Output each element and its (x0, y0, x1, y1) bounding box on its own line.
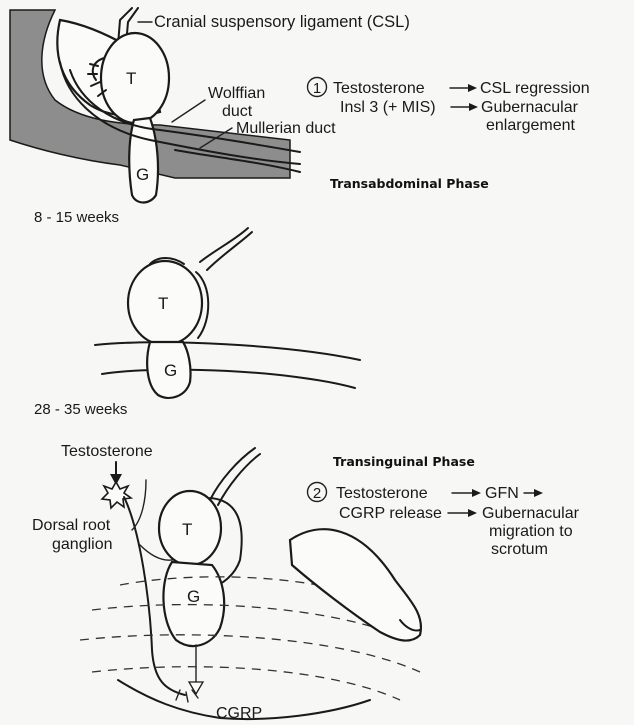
testis-label-1: T (126, 69, 136, 88)
step-1-number: 1 (313, 80, 321, 97)
step2-row2-right-line2: migration to (489, 523, 573, 540)
step2-row1-left: Testosterone (336, 485, 428, 502)
step1-row1-left: Testosterone (333, 80, 425, 97)
testis-label-2: T (158, 294, 168, 313)
step2-row1-right: GFN (485, 485, 519, 502)
spermatic-cord-a (210, 448, 255, 500)
vas-strand-2a (200, 228, 248, 262)
gubernaculum-1 (129, 118, 158, 203)
step2-row2-right-line3: scrotum (491, 541, 548, 558)
gubernaculum-label-3: G (187, 587, 200, 606)
inguinal-arc-4 (92, 667, 400, 700)
arrow-2b-head (468, 509, 477, 517)
step1-row2-right-line2: enlargement (486, 117, 576, 134)
age-label-2: 28 - 35 weeks (34, 401, 127, 418)
arrow-1b-head (469, 103, 478, 111)
cgrp-label: CGRP (216, 705, 262, 722)
panel-transinguinal: Testosterone Dorsal root ganglion T G (32, 443, 580, 722)
drg-label-line1: Dorsal root (32, 517, 111, 534)
wolffian-label-line2: duct (222, 103, 253, 120)
abdominal-wall-upper (95, 342, 360, 360)
step1-row2-left: Insl 3 (+ MIS) (340, 99, 436, 116)
arrow-2c-head (534, 489, 543, 497)
gubernaculum-label-1: G (136, 165, 149, 184)
mullerian-label: Mullerian duct (236, 120, 336, 137)
gubernaculum-label-2: G (164, 361, 177, 380)
arrow-1a-head (468, 84, 477, 92)
phallus (290, 529, 421, 640)
wolffian-label-line1: Wolffian (208, 85, 265, 102)
step1-row2-right-line1: Gubernacular (481, 99, 579, 116)
drg-label-line2: ganglion (52, 536, 113, 553)
age-label-1: 8 - 15 weeks (34, 209, 119, 226)
step2-row2-left: CGRP release (339, 505, 442, 522)
csl-label: Cranial suspensory ligament (CSL) (154, 13, 410, 31)
testosterone-label: Testosterone (61, 443, 153, 460)
phase-title-transabdominal: Transabdominal Phase (330, 176, 489, 191)
phase-title-transinguinal: Transinguinal Phase (333, 454, 475, 469)
step2-row2-right-line1: Gubernacular (482, 505, 580, 522)
migration-arrow-head (189, 682, 203, 694)
testis-label-3: T (182, 520, 192, 539)
step1-row1-right: CSL regression (480, 80, 590, 97)
inguinal-arc-3 (80, 635, 420, 672)
panel-transabdominal: Cranial suspensory ligament (CSL) T G Wo… (10, 8, 590, 226)
panel-mid-descent: T G 28 - 35 weeks (34, 228, 360, 418)
arrow-2a-head (472, 489, 481, 497)
wolffian-leader (172, 100, 205, 122)
abdominal-wall-lower (102, 370, 355, 388)
step-2-number: 2 (313, 485, 321, 502)
